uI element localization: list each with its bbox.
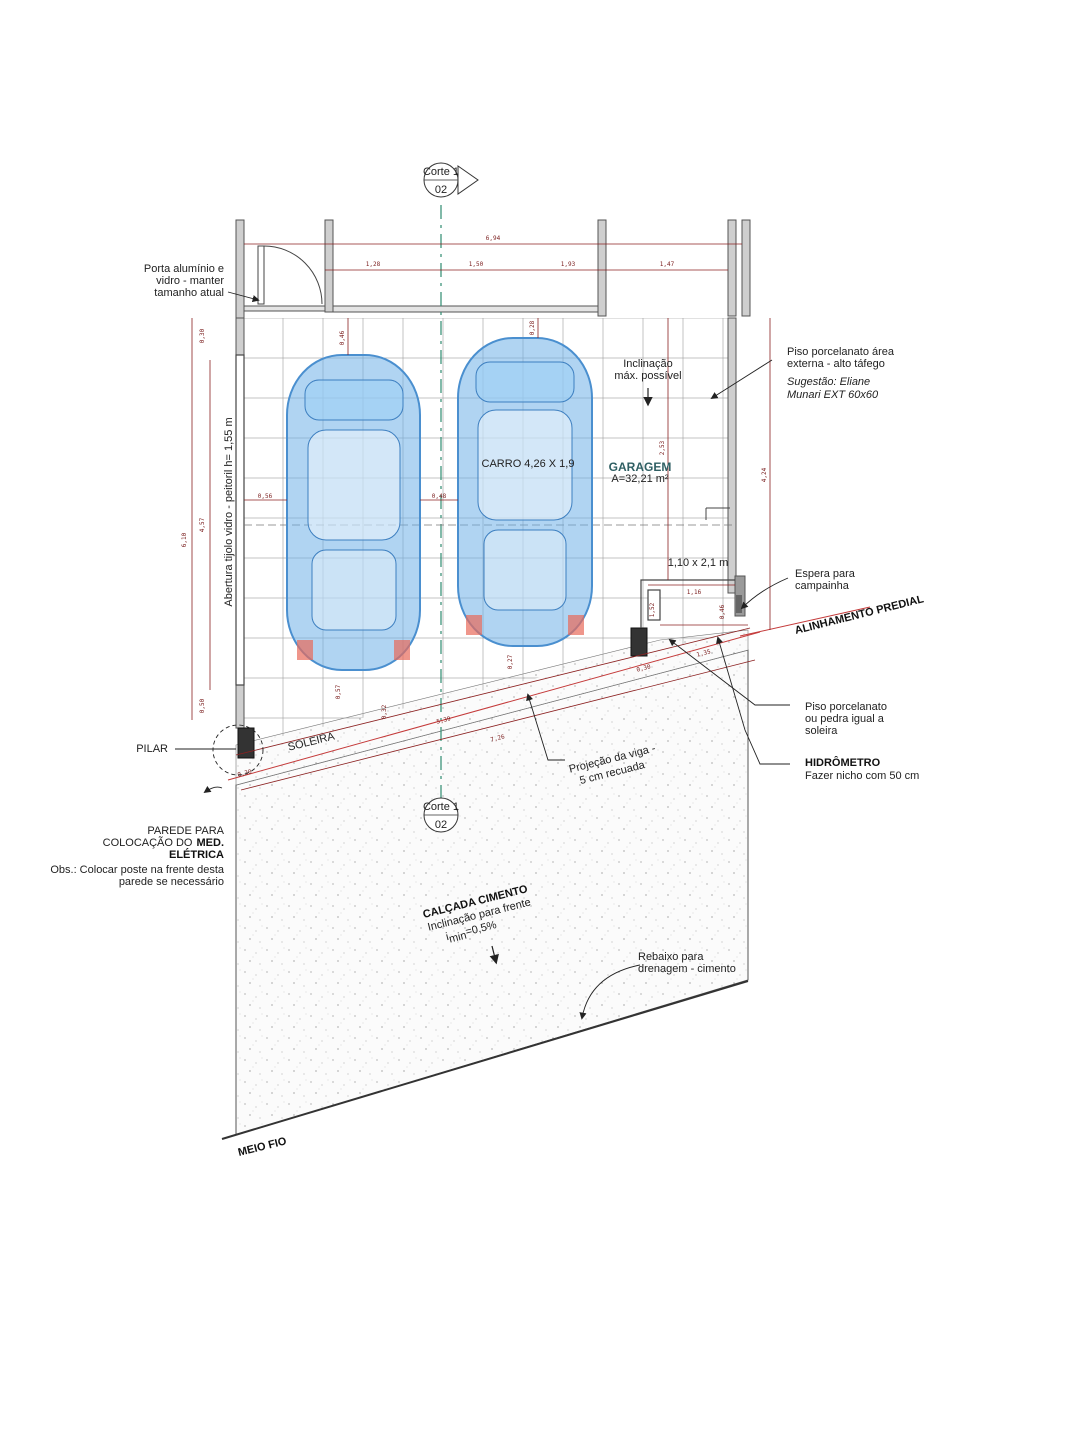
dim-front-c: 0,32 xyxy=(381,704,388,719)
note-meio-fio: MEIO FIO xyxy=(237,1135,288,1159)
dim-total-width: 6,94 xyxy=(486,235,501,242)
dim-pilar-w: 0,30 xyxy=(237,768,253,778)
dim-right-c: 1,52 xyxy=(649,602,656,617)
note-piso2-2: ou pedra igual a xyxy=(805,713,885,725)
dim-left-top: 0,30 xyxy=(199,328,206,343)
dimension-lines xyxy=(191,243,771,791)
note-calcada-i-sub: min xyxy=(448,930,468,946)
note-porta-2: vidro - manter xyxy=(156,275,224,287)
note-sugestao-2: Munari EXT 60x60 xyxy=(787,389,879,401)
hidrometro-box xyxy=(630,627,648,657)
dim-left-total: 6,10 xyxy=(181,532,188,547)
note-abertura: Abertura tijolo vidro - peitoril h= 1,55… xyxy=(223,417,235,606)
note-parede-2-bold: MED. xyxy=(197,837,225,849)
note-parede-2-text: COLOCAÇÃO DO xyxy=(103,836,193,849)
car-top-view-icon xyxy=(457,337,593,647)
note-parede-1: PAREDE PARA xyxy=(147,825,224,837)
note-rebaixo-2: drenagem - cimento xyxy=(638,963,736,975)
note-porta-3: tamanho atual xyxy=(154,287,224,299)
car-top-view-icon xyxy=(286,354,421,671)
section-sheet-bottom: 02 xyxy=(435,819,447,831)
note-nicho: Fazer nicho com 50 cm xyxy=(805,770,919,782)
meio-fio-line xyxy=(221,980,749,1140)
section-label-bottom: Corte 1 xyxy=(423,801,459,813)
dim-right-b: 0,46 xyxy=(719,604,726,619)
dim-seg-3: 1,93 xyxy=(561,261,576,268)
note-rebaixo-1: Rebaixo para xyxy=(638,951,704,963)
dim-gap-left: 0,56 xyxy=(258,493,273,500)
dim-front-b: 0,57 xyxy=(335,684,342,699)
note-espera-1: Espera para xyxy=(795,568,856,580)
room-name-garagem: GARAGEM xyxy=(609,460,672,474)
pilar-front xyxy=(237,727,255,759)
note-sugestao-1: Sugestão: Eliane xyxy=(787,376,870,388)
dim-street-len: 7,26 xyxy=(490,733,506,743)
door-aluminium xyxy=(257,245,323,305)
leader-lines xyxy=(175,291,790,1020)
dim-gap-mid: 0,48 xyxy=(432,493,447,500)
note-porta-small: 1,10 x 2,1 m xyxy=(668,557,729,569)
section-sheet-top: 02 xyxy=(435,184,447,196)
dim-seg-4: 1,47 xyxy=(660,261,675,268)
dim-seg-1: 1,28 xyxy=(366,261,381,268)
dim-niche-h: 0,30 xyxy=(636,663,652,673)
note-inclinacao-1: Inclinação xyxy=(623,358,673,370)
note-inclinacao-2: máx. possível xyxy=(614,370,681,382)
note-carro: CARRO 4,26 X 1,9 xyxy=(482,458,575,470)
dim-right-depth: 4,24 xyxy=(761,467,768,482)
section-marker-icon: Corte 1 02 xyxy=(423,797,459,833)
note-piso-2: externa - alto táfego xyxy=(787,358,885,370)
note-porta-1: Porta alumínio e xyxy=(144,263,224,275)
dim-soleira-len: 5,39 xyxy=(436,715,452,725)
note-piso2-1: Piso porcelanato xyxy=(805,701,887,713)
dim-seg-2: 1,50 xyxy=(469,261,484,268)
note-espera-2: campainha xyxy=(795,580,850,592)
dim-left-bottom: 0,50 xyxy=(199,698,206,713)
alignment-line xyxy=(227,631,761,781)
dim-left-inner: 4,57 xyxy=(199,517,206,532)
dim-right-a: 1,16 xyxy=(687,589,702,596)
note-obs-1: Obs.: Colocar poste na frente desta xyxy=(50,864,225,876)
note-pilar: PILAR xyxy=(136,743,168,755)
note-calcada-i-sym: i xyxy=(445,931,450,943)
door-small xyxy=(705,507,730,520)
dim-front-a: 0,27 xyxy=(507,654,514,669)
arrow-down-icon xyxy=(489,945,499,965)
note-parede-2: COLOCAÇÃO DO MED. xyxy=(103,836,224,849)
hidrometro-niche xyxy=(640,579,735,628)
dim-top-b: 0,28 xyxy=(529,320,536,335)
campainha-box xyxy=(736,595,742,613)
section-marker-icon: Corte 1 02 xyxy=(423,162,479,198)
note-parede-3: ELÉTRICA xyxy=(169,848,224,861)
dim-top-a: 0,46 xyxy=(339,330,346,345)
note-obs-2: parede se necessário xyxy=(119,876,224,888)
room-area: A=32,21 m² xyxy=(611,473,669,485)
dim-niche-w: 1,35 xyxy=(696,648,712,658)
note-hidrometro: HIDRÔMETRO xyxy=(805,756,881,769)
alignment-line-ext xyxy=(739,606,871,637)
glass-brick-opening xyxy=(235,354,245,686)
section-label-top: Corte 1 xyxy=(423,166,459,178)
dim-mid-depth: 2,53 xyxy=(659,440,666,455)
note-piso-1: Piso porcelanato área xyxy=(787,346,895,358)
note-alinhamento: ALINHAMENTO PREDIAL xyxy=(794,593,926,637)
note-piso2-3: soleira xyxy=(805,725,838,737)
